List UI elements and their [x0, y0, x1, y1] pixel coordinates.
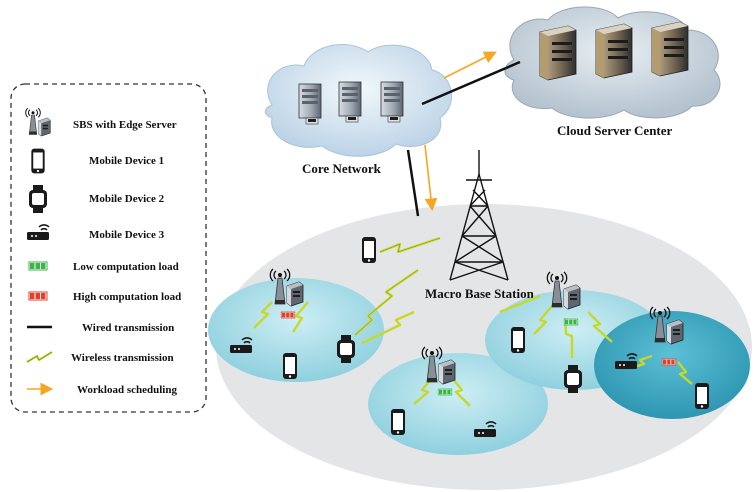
core-server-3 [380, 81, 404, 123]
high-load-battery-icon [280, 311, 296, 319]
macro-coverage-area [216, 204, 752, 490]
macro-base-station-label: Macro Base Station [425, 286, 535, 301]
high-load-battery-icon [28, 291, 48, 301]
scheduling-arrow-to-cloud [443, 51, 497, 79]
legend-label-low-load: Low computation load [73, 261, 179, 273]
legend-label-device1: Mobile Device 1 [89, 155, 164, 167]
legend-label-device2: Mobile Device 2 [89, 193, 165, 205]
cloud-server-1 [539, 25, 577, 81]
legend-label-scheduling: Workload scheduling [77, 384, 177, 396]
smartphone-icon [511, 327, 525, 353]
low-load-battery-icon [563, 318, 579, 326]
smartphone-icon [391, 409, 405, 435]
core-server-2 [338, 81, 362, 123]
legend-label-high-load: High computation load [73, 291, 181, 303]
low-load-battery-icon [437, 388, 453, 396]
small-cell-2 [368, 353, 548, 455]
scheduling-arrow-to-macro [424, 144, 438, 212]
smartphone-icon [283, 353, 297, 379]
core-network-label: Core Network [302, 161, 382, 176]
smartphone-icon [362, 237, 376, 263]
wired-core-to-macro [406, 149, 420, 217]
legend-label-sbs: SBS with Edge Server [73, 119, 177, 131]
macro-base-station-tower [449, 150, 509, 281]
cloud-server-3 [651, 21, 689, 77]
core-server-1 [298, 83, 322, 125]
legend-label-device3: Mobile Device 3 [89, 229, 165, 241]
legend: SBS with Edge Server Mobile Device 1 Mob… [10, 83, 207, 413]
cloud-server-cloud [504, 6, 721, 119]
legend-label-wired: Wired transmission [82, 322, 174, 334]
high-load-battery-icon [661, 358, 677, 366]
smartphone-icon [695, 383, 709, 409]
smartphone-icon [31, 148, 45, 174]
wired-core-to-cloud [421, 60, 521, 106]
cloud-server-2 [595, 23, 633, 79]
low-load-battery-icon [28, 261, 48, 271]
core-network-cloud [264, 44, 452, 157]
cloud-server-center-label: Cloud Server Center [557, 123, 673, 138]
legend-frame [10, 83, 207, 413]
legend-label-wireless: Wireless transmission [71, 352, 174, 364]
